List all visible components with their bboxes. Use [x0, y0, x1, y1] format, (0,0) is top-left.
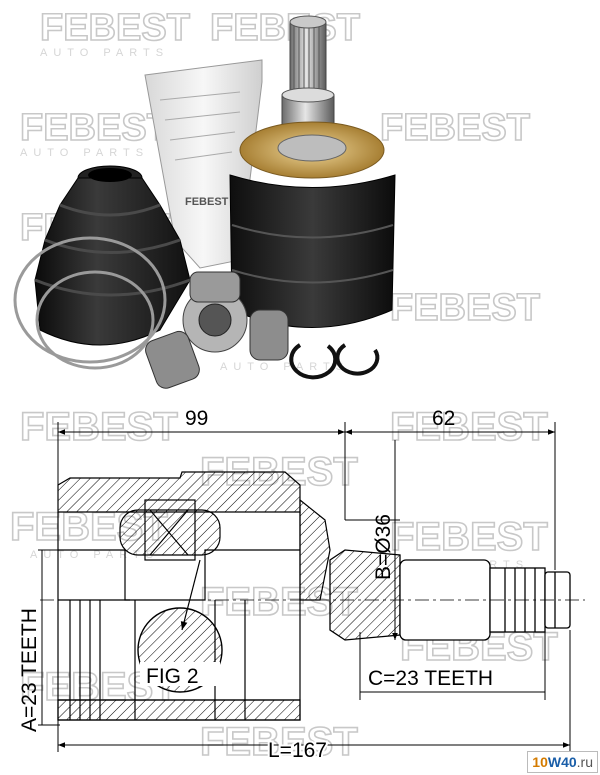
watermark-text: FEBEST: [40, 7, 190, 49]
flange-hub: [277, 134, 347, 162]
output-shaft: [329, 549, 571, 641]
top-dimension-lines: [57, 422, 556, 570]
dimension-b-diameter: B=Ø36: [372, 514, 395, 580]
watermark-text: FEBEST: [390, 287, 540, 329]
watermark-subtext: AUTO PARTS: [40, 47, 169, 59]
site-logo-part2: W40: [547, 754, 577, 770]
site-logo-part1: 10: [532, 754, 548, 770]
watermark-text: FEBEST: [210, 7, 360, 49]
tripod-roller-section: [119, 499, 221, 561]
outer-teeth-dimension: [359, 632, 546, 700]
watermark-text: FEBEST: [390, 515, 548, 559]
dimension-99: 99: [185, 407, 208, 430]
watermark-subtext: AUTO PARTS: [30, 549, 159, 561]
technical-drawing: FEBEST FEBEST FEBEST FEBEST FEBEST FEBES…: [9, 404, 585, 765]
dimension-total-length: L=167: [268, 739, 327, 762]
circlips: [289, 343, 380, 380]
boot-clamps: [13, 236, 167, 370]
dimension-62: 62: [432, 407, 455, 430]
watermark-text: FEBEST: [380, 107, 530, 149]
tube-label: FEBEST: [185, 196, 229, 208]
watermark-text: FEBEST: [20, 107, 170, 149]
site-logo: 10W40.ru: [527, 751, 598, 773]
watermark-text: FEBEST: [390, 405, 548, 449]
site-logo-part3: .ru: [576, 754, 593, 770]
diameter-dimension: [345, 440, 400, 640]
tripod-bearing: [145, 271, 289, 389]
inner-teeth-dimension: [38, 549, 60, 726]
dimension-a-teeth: A=23 TEETH: [18, 608, 41, 732]
watermark-subtext: AUTO PARTS: [220, 361, 349, 373]
watermark-subtext: AUTO PARTS: [20, 147, 149, 159]
housing-base: [57, 699, 301, 721]
watermark-text: FEBEST: [200, 720, 358, 764]
fig2-detail: [137, 559, 223, 693]
dimension-c-teeth: C=23 TEETH: [368, 667, 493, 690]
product-photo: FEBEST AUTO PARTS FEBEST FEBEST AUTO PAR…: [13, 6, 541, 389]
fig2-label: FIG 2: [146, 665, 199, 688]
joint-housing: [229, 174, 396, 328]
watermark-text: FEBEST: [20, 405, 178, 449]
total-length-dimension: [57, 630, 571, 752]
